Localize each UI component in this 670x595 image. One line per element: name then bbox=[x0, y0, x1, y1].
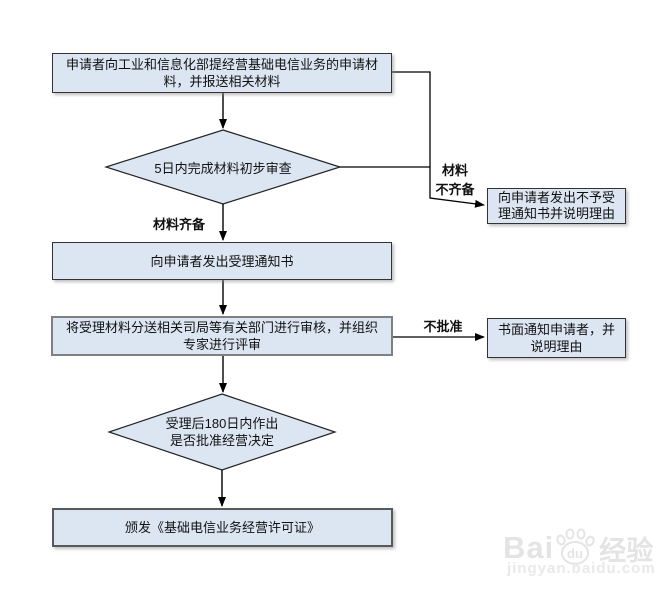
diamond-decision-label-line2: 是否批准经营决定 bbox=[169, 433, 274, 448]
connector-submit-to-reject bbox=[392, 71, 485, 208]
node-accept-notice-line1: 向申请者发出受理通知书 bbox=[150, 253, 294, 269]
diamond-decision-label: 受理后180日内作出 是否批准经营决定 bbox=[122, 415, 322, 449]
paw-icon: du bbox=[556, 528, 595, 565]
node-distribute-review-line1: 将受理材料分送相关司局等有关部门进行审核，并组织 bbox=[65, 320, 378, 335]
edge-label-materials-incomplete-line1: 材料 bbox=[441, 163, 468, 178]
node-written-notice-line2: 说明理由 bbox=[530, 339, 583, 354]
watermark-brand-prefix: Bai bbox=[503, 530, 555, 565]
watermark-paw-text: du bbox=[567, 546, 583, 561]
node-reject-notice-line2: 理通知书并说明理由 bbox=[497, 206, 615, 221]
watermark-url: jingyan.baidu.com bbox=[507, 560, 656, 577]
node-submit-application: 申请者向工业和信息化部提经营基础电信业务的申请材 料，并报送相关材料 bbox=[52, 53, 392, 93]
node-distribute-review-line2: 专家进行评审 bbox=[182, 337, 261, 352]
node-submit-application-line1: 申请者向工业和信息化部提经营基础电信业务的申请材 bbox=[65, 57, 378, 72]
diamond-initial-review-label: 5日内完成材料初步审查 bbox=[154, 161, 292, 176]
node-issue-license-line1: 颁发《基础电信业务经营许可证》 bbox=[124, 520, 320, 535]
watermark-brand: Bai du 经验 bbox=[503, 528, 653, 568]
node-distribute-review: 将受理材料分送相关司局等有关部门进行审核，并组织 专家进行评审 bbox=[51, 316, 393, 356]
edge-label-materials-incomplete: 材料 不齐备 bbox=[429, 161, 481, 199]
edge-label-materials-incomplete-line2: 不齐备 bbox=[435, 182, 475, 197]
node-reject-notice: 向申请者发出不予受 理通知书并说明理由 bbox=[487, 188, 626, 224]
node-reject-notice-line1: 向申请者发出不予受 bbox=[497, 190, 615, 205]
node-accept-notice: 向申请者发出受理通知书 bbox=[52, 242, 392, 280]
node-written-notice: 书面通知申请者，并 说明理由 bbox=[487, 318, 626, 358]
node-written-notice-line1: 书面通知申请者，并 bbox=[497, 322, 615, 337]
node-submit-application-line2: 料，并报送相关材料 bbox=[163, 74, 281, 89]
edge-label-materials-ready: 材料齐备 bbox=[152, 217, 205, 232]
edge-label-not-approved: 不批准 bbox=[423, 319, 463, 334]
diamond-decision-label-line1: 受理后180日内作出 bbox=[165, 416, 279, 431]
node-issue-license: 颁发《基础电信业务经营许可证》 bbox=[52, 508, 393, 547]
watermark-brand-suffix: 经验 bbox=[599, 535, 654, 566]
